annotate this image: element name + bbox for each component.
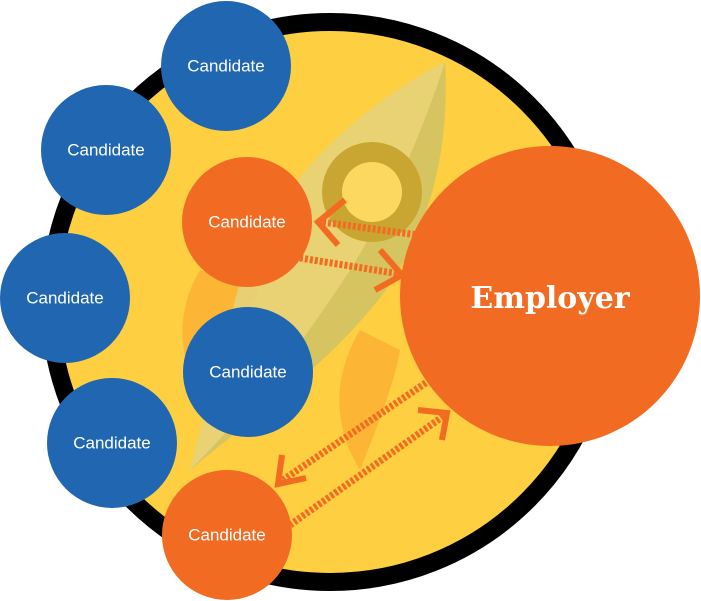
candidate-node: Candidate [0,233,130,363]
arrowhead-icon [417,407,451,441]
candidate-circle [183,307,313,437]
arrow-candidate-to-employer [287,412,448,528]
candidate-node: Candidate [162,470,292,600]
arrowhead-icon [313,197,347,247]
candidate-label: Candidate [26,288,104,307]
rocket-flame [339,330,400,470]
candidate-circle [161,1,291,131]
employer-label: Employer [470,281,631,316]
candidate-circle [47,378,177,508]
candidate-node: Candidate [47,378,177,508]
candidate-label: Candidate [73,433,151,452]
candidate-node: Candidate [161,1,291,131]
candidate-label: Candidate [208,212,286,231]
arrow-employer-to-candidate [278,377,432,485]
candidate-label: Candidate [209,362,287,381]
candidate-node: Candidate [183,307,313,437]
employer-node: Employer [400,146,700,446]
arrow-candidate-to-employer [299,254,401,278]
rocket-window-inner [342,162,402,222]
candidate-circle [182,157,312,287]
candidate-circle [162,470,292,600]
candidate-circle [0,233,130,363]
candidate-label: Candidate [67,140,145,159]
candidate-label: Candidate [187,56,265,75]
arrowhead-icon [274,454,307,488]
candidate-circle [41,85,171,215]
employer-circle [400,146,700,446]
candidate-node: Candidate [182,157,312,287]
arrowhead-icon [373,248,407,293]
candidate-label: Candidate [188,525,266,544]
candidate-node: Candidate [41,85,171,215]
